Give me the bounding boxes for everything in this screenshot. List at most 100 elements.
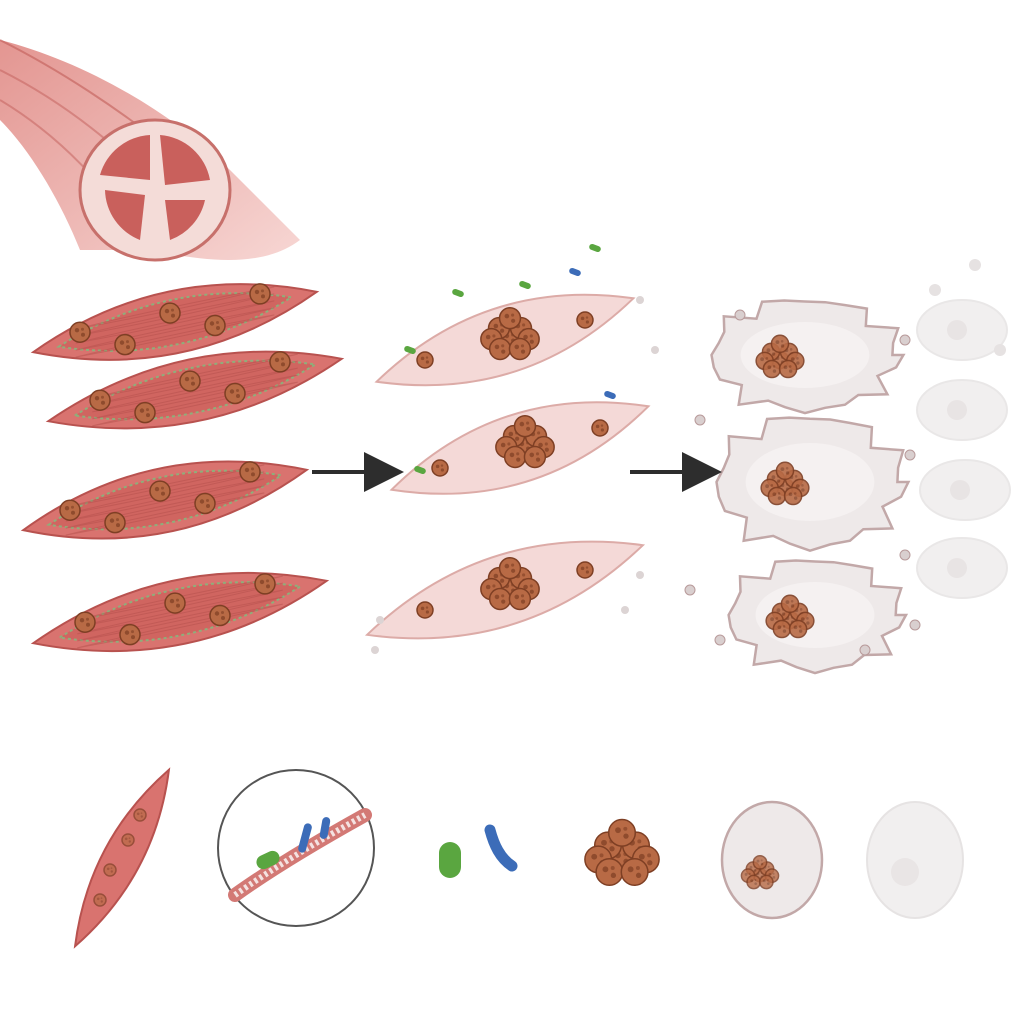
green-particle-icon <box>439 842 461 878</box>
healthy-muscle-cell <box>45 350 345 430</box>
nucleus <box>134 401 156 424</box>
healthy-muscle-cell <box>30 283 320 361</box>
cluster-nucleus <box>607 818 637 847</box>
cluster-nucleus <box>508 337 532 361</box>
nucleus <box>416 351 434 369</box>
healthy-muscle-cell <box>20 460 310 540</box>
cluster-nucleus <box>513 415 537 438</box>
blue-particle <box>604 390 616 400</box>
nucleus-cluster <box>480 557 540 611</box>
damaged-muscle-cell <box>374 293 636 387</box>
cluster-nucleus <box>503 445 527 469</box>
cluster-nucleus <box>620 857 649 887</box>
blue-particle <box>569 267 581 277</box>
green-particle <box>452 288 464 298</box>
membrane-protein-green <box>256 850 280 870</box>
healthy-muscle-cell <box>30 572 330 652</box>
nucleus <box>179 370 201 392</box>
ghost-cell <box>916 299 1008 361</box>
ghost-cell-icon <box>866 801 964 919</box>
cluster-nucleus <box>770 334 790 354</box>
green-particle <box>589 243 601 253</box>
green-particle <box>404 345 416 355</box>
stage-degrading-cells <box>684 299 921 675</box>
cluster-nucleus <box>488 587 512 611</box>
ghost-cell <box>916 379 1008 441</box>
cluster-nucleus <box>595 857 624 887</box>
debris-fragment <box>376 616 384 624</box>
debris-fragment <box>994 344 1006 356</box>
nucleus-cluster-icon <box>584 818 660 887</box>
bundle-cross-section <box>78 118 232 262</box>
muscle-bundle <box>0 39 300 262</box>
nucleus <box>269 351 291 373</box>
ghost-cell <box>919 459 1011 521</box>
legend-row <box>73 767 964 949</box>
cluster-nucleus <box>752 855 768 870</box>
membrane-protein-blue <box>319 817 331 839</box>
debris-fragment <box>621 606 629 614</box>
muscle-cell-icon <box>73 767 171 949</box>
debris-fragment <box>371 646 379 654</box>
cluster-nucleus <box>758 874 774 890</box>
nucleus <box>74 611 96 633</box>
nucleus <box>249 283 271 305</box>
nucleus-cluster <box>740 855 780 890</box>
nucleus <box>576 561 594 579</box>
degrading-muscle-cell <box>715 416 911 553</box>
debris-fragment <box>899 549 911 561</box>
stage-damaged-cells <box>364 243 659 654</box>
debris-fragment <box>636 296 644 304</box>
stage-faded-cells <box>916 259 1011 599</box>
nucleus <box>194 492 216 515</box>
damaged-muscle-cell <box>389 401 651 495</box>
cluster-nucleus <box>488 337 512 361</box>
nucleus <box>69 321 91 343</box>
cluster-nucleus <box>498 557 522 580</box>
nucleus <box>209 604 231 627</box>
membrane-detail-icon <box>217 769 375 927</box>
debris-fragment <box>651 346 659 354</box>
nucleus <box>119 623 141 646</box>
cluster-nucleus <box>772 619 792 639</box>
nucleus <box>103 863 117 877</box>
nucleus <box>254 573 276 595</box>
cluster-nucleus <box>508 587 532 611</box>
nucleus <box>576 311 594 329</box>
nucleus <box>224 382 246 405</box>
debris-fragment <box>636 571 644 579</box>
debris-fragment <box>909 619 921 631</box>
debris-fragment <box>684 584 696 596</box>
membrane-protein-blue <box>298 823 312 853</box>
nucleus <box>89 389 111 411</box>
debris-fragment <box>694 414 706 426</box>
cluster-nucleus <box>498 307 522 330</box>
nucleus <box>59 499 81 521</box>
nucleus <box>149 480 171 502</box>
nucleus-cluster <box>760 461 810 506</box>
cluster-nucleus <box>746 874 762 890</box>
nucleus-cluster <box>495 415 555 469</box>
blue-particle-icon <box>484 824 518 872</box>
damaged-muscle-cell <box>364 540 646 640</box>
debris-fragment <box>904 449 916 461</box>
debris-fragment <box>714 634 726 646</box>
cluster-nucleus <box>778 359 798 379</box>
debris-fragment <box>929 284 941 296</box>
cluster-nucleus <box>523 445 547 469</box>
nucleus <box>239 461 261 483</box>
nucleus <box>114 333 136 356</box>
debris-fragment <box>969 259 981 271</box>
degrading-cell-icon <box>720 800 824 920</box>
cluster-nucleus <box>767 486 787 506</box>
cluster-nucleus <box>783 486 803 506</box>
nucleus <box>133 808 147 822</box>
ghost-cell <box>916 537 1008 599</box>
nucleus <box>121 833 135 847</box>
nucleus <box>431 459 449 477</box>
green-particle <box>519 280 531 290</box>
debris-fragment <box>899 334 911 346</box>
degrading-muscle-cell <box>727 559 909 675</box>
nucleus <box>204 314 226 337</box>
green-particle <box>414 465 426 475</box>
